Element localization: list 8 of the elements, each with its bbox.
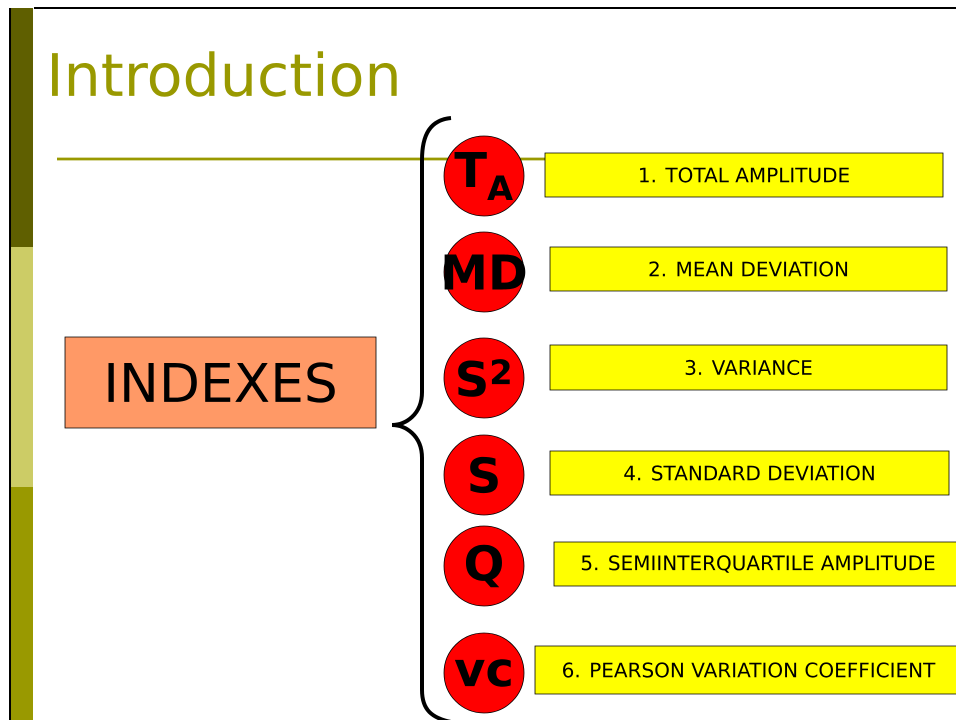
index-box: 6. PEARSON VARIATION COEFFICIENT bbox=[534, 646, 956, 694]
indexes-box: INDEXES bbox=[64, 336, 376, 428]
index-box: 1. TOTAL AMPLITUDE bbox=[544, 152, 944, 198]
title: Introduction bbox=[52, 51, 397, 97]
index-box: 2. MEAN DEVIATION bbox=[550, 246, 948, 292]
index-box: 5. SEMIINTERQUARTILE AMPLITUDE bbox=[554, 542, 956, 586]
index-box: 4. STANDARD DEVIATION bbox=[550, 450, 950, 496]
index-box: 3. VARIANCE bbox=[550, 344, 948, 390]
